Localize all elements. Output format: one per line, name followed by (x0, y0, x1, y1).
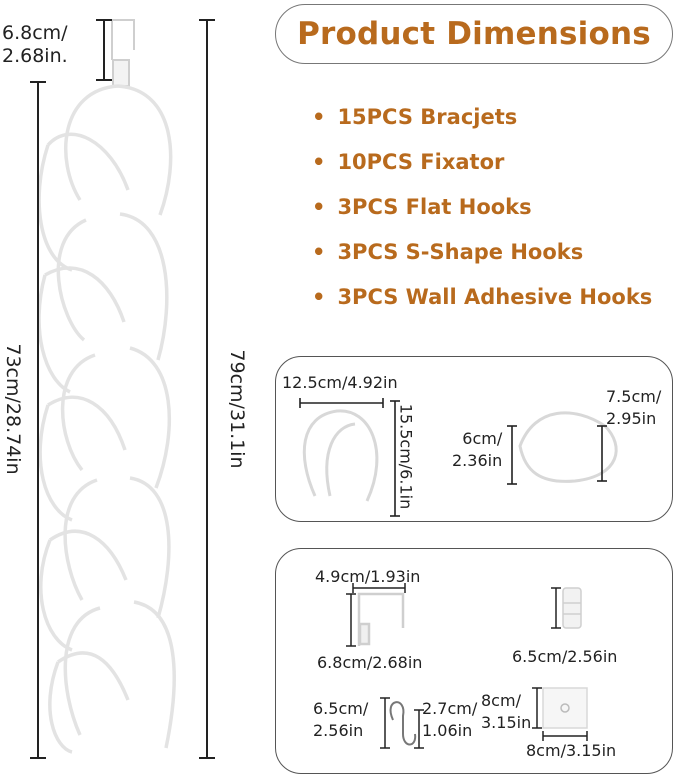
fixator-icon (518, 411, 618, 483)
s-hook-height: 6.5cm/ 2.56in (313, 699, 369, 740)
clip-icon (562, 587, 582, 629)
page-title: Product Dimensions (297, 16, 651, 52)
list-item: 10PCS Fixator (312, 147, 652, 192)
title-pill: Product Dimensions (275, 4, 673, 64)
body-length-dimension: 73cm/28.74in (2, 343, 24, 475)
bracket-drawings (299, 398, 618, 517)
clip-height: 6.5cm/2.56in (512, 647, 618, 666)
list-item: 3PCS Flat Hooks (312, 192, 652, 237)
hooks-drawings (346, 583, 588, 749)
flat-hook-width: 4.9cm/1.93in (315, 567, 421, 586)
fixator-height: 7.5cm/ 2.95in (606, 387, 662, 428)
total-length-dimension: 79cm/31.1in (226, 349, 248, 469)
dimension-lines (30, 19, 215, 759)
adhesive-width: 8cm/3.15in (526, 741, 617, 760)
bracket-box (275, 356, 673, 522)
bracket-icon (302, 409, 379, 502)
door-hook-icon (111, 19, 135, 87)
bracket-height: 15.5cm/6.1in (396, 403, 416, 510)
flat-hook-icon (357, 592, 405, 646)
rack-loops (37, 84, 176, 754)
s-hook-width: 2.7cm/ 1.06in (422, 699, 478, 740)
adhesive-height: 8cm/ 3.15in (481, 691, 532, 732)
rack-illustration (30, 19, 215, 759)
bracket-width: 12.5cm/4.92in (282, 373, 398, 392)
top-hook-dimension: 6.8cm/ 2.68in. (2, 22, 68, 67)
fixator-depth: 6cm/ 2.36in (452, 429, 503, 470)
flat-hook-height: 6.8cm/2.68in (317, 653, 423, 672)
list-item: 15PCS Bracjets (312, 102, 652, 147)
hooks-box (275, 548, 673, 774)
contents-list: 15PCS Bracjets 10PCS Fixator 3PCS Flat H… (312, 102, 652, 327)
adhesive-hook-icon (542, 687, 588, 729)
list-item: 3PCS S-Shape Hooks (312, 237, 652, 282)
s-hook-icon (389, 701, 417, 746)
list-item: 3PCS Wall Adhesive Hooks (312, 282, 652, 327)
